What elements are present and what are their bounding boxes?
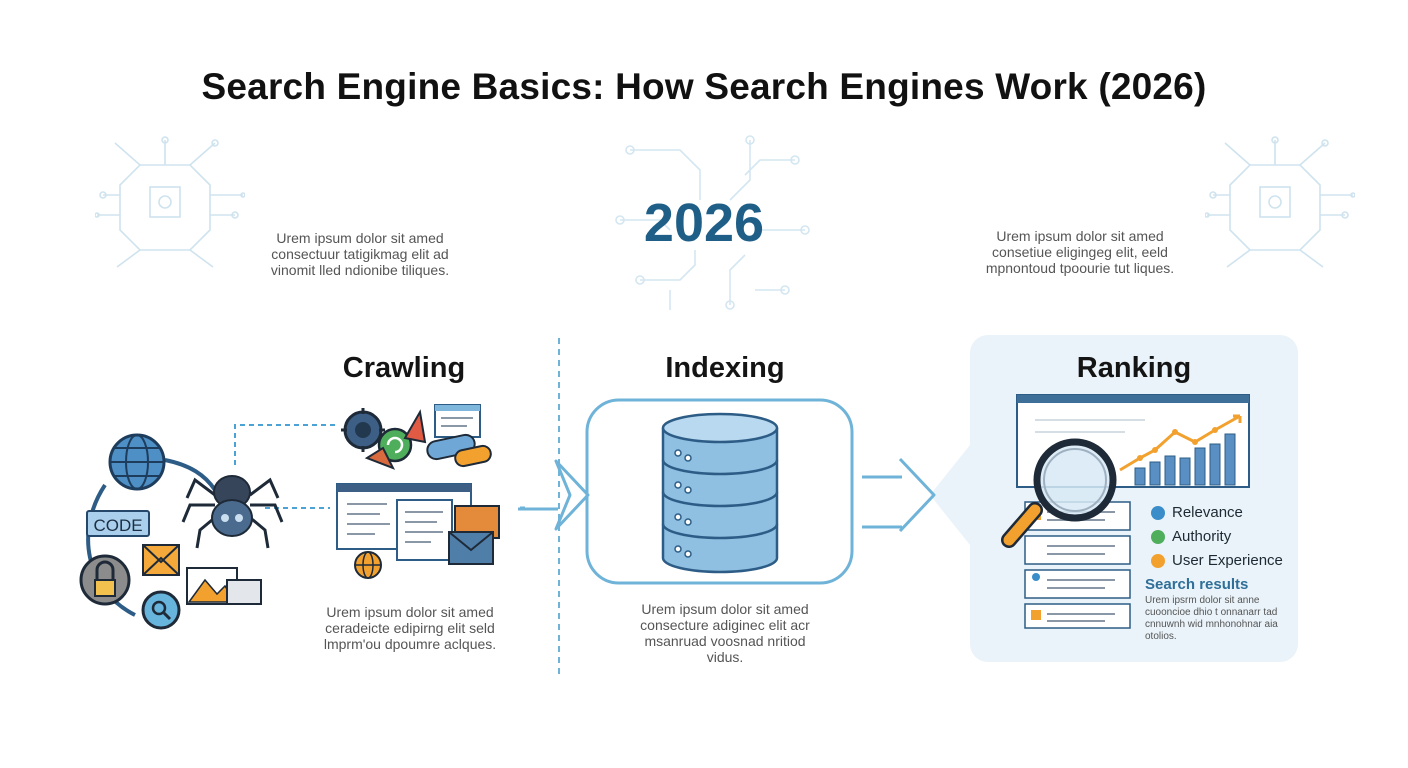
code-label-box: CODE	[86, 510, 150, 537]
flow-arrow-indexing-to-ranking	[862, 457, 936, 533]
shape-icon	[403, 409, 427, 444]
cylinder-tube-icon	[426, 433, 492, 468]
stage-title-indexing: Indexing	[665, 352, 785, 384]
envelope-icon	[142, 544, 180, 576]
magnifier-icon	[1001, 438, 1117, 548]
legend-dot-authority	[1151, 530, 1165, 544]
legend-label-relevance: Relevance	[1172, 504, 1243, 521]
stage-title-ranking: Ranking	[1076, 352, 1192, 384]
stage-text-crawling: Urem ipsum dolor sit amed ceradeicte edi…	[323, 604, 497, 652]
database-icon	[661, 412, 779, 574]
spider-icon	[181, 475, 284, 549]
shape-icon	[364, 446, 396, 470]
search-results-label: Search results	[1145, 576, 1249, 593]
legend-dot-relevance	[1151, 506, 1165, 520]
web-pages-icon	[336, 483, 500, 565]
browser-window-icon	[434, 404, 481, 438]
image-icon	[186, 567, 262, 605]
circuit-decoration-left	[95, 136, 245, 268]
indexing-illustration	[585, 398, 854, 585]
ranking-illustration	[1001, 394, 1250, 629]
stage-title-crawling: Crawling	[342, 352, 466, 384]
ranking-panel-pointer	[930, 440, 974, 550]
legend-label-authority: Authority	[1172, 528, 1232, 545]
search-icon	[141, 590, 181, 630]
target-icon	[341, 408, 385, 452]
legend-dot-user-experience	[1151, 554, 1165, 568]
small-globe-icon	[354, 551, 382, 579]
legend-label-user-experience: User Experience	[1172, 552, 1283, 569]
stage-text-indexing: Urem ipsum dolor sit amed consecture adi…	[640, 601, 810, 665]
crawling-illustration	[79, 404, 525, 630]
lock-icon	[79, 554, 131, 606]
blurb-top-right: Urem ipsum dolor sit amed consetiue elig…	[985, 228, 1175, 276]
page-title: Search Engine Basics: How Search Engines…	[201, 66, 1207, 107]
blurb-top-left: Urem ipsum dolor sit amed consectuur tat…	[270, 230, 450, 278]
search-results-text: Urem ipsrm dolor sit anne cuooncioe dhio…	[1145, 595, 1278, 642]
circuit-decoration-center	[615, 135, 810, 310]
circuit-decoration-right	[1205, 136, 1355, 268]
year-label: 2026	[643, 193, 765, 253]
stage-divider	[558, 338, 560, 678]
flow-arrow-crawling-to-indexing	[518, 459, 590, 531]
globe-icon	[108, 433, 166, 491]
analytics-monitor-icon	[1016, 394, 1250, 488]
refresh-icon	[377, 427, 413, 463]
